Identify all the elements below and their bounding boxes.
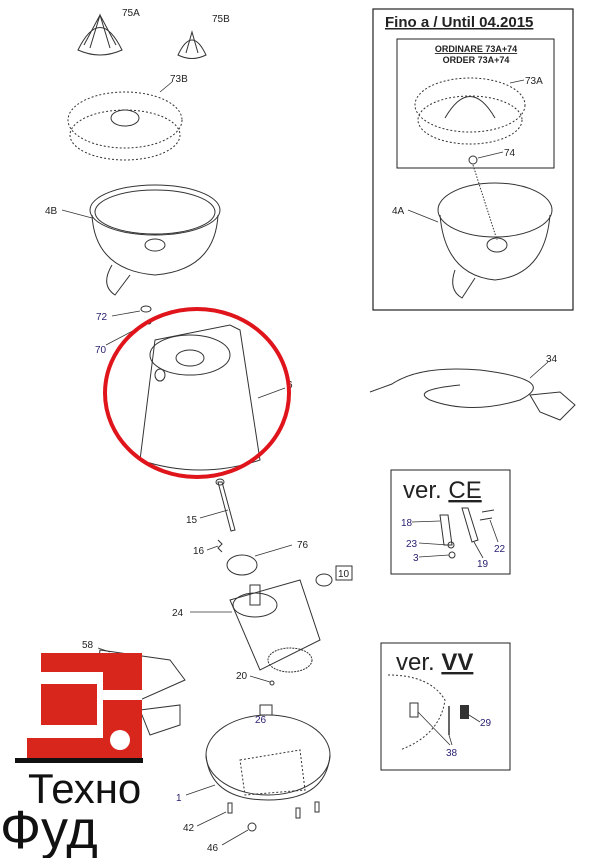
label-3: 3	[413, 553, 419, 564]
label-16: 16	[193, 546, 205, 557]
screw-46	[247, 822, 257, 832]
label-20: 20	[236, 671, 248, 682]
until-04-2015-box	[372, 8, 574, 311]
base-1	[205, 714, 331, 801]
label-42: 42	[183, 823, 195, 834]
motor-24	[229, 579, 321, 673]
label-4A: 4A	[392, 206, 405, 217]
label-4B: 4B	[45, 206, 58, 217]
filter-basket-73A	[414, 77, 526, 145]
label-10-box	[335, 565, 353, 581]
label-46: 46	[207, 843, 219, 854]
label-76: 76	[297, 540, 309, 551]
label-23: 23	[406, 539, 418, 550]
reamer-75B	[177, 30, 207, 59]
label-18: 18	[401, 518, 413, 529]
part-20	[269, 680, 275, 686]
ver-vv-box	[380, 642, 511, 771]
vv-title: ver. VV	[396, 649, 473, 676]
label-38: 38	[446, 748, 458, 759]
until-box-title: Fino a / Until 04.2015	[385, 14, 533, 31]
bowl-4B	[89, 184, 221, 296]
spring-16	[217, 539, 223, 553]
power-cable-34	[369, 368, 576, 421]
ver-ce-box	[390, 469, 511, 575]
label-1: 1	[176, 793, 182, 804]
label-58: 58	[82, 640, 94, 651]
part-74	[468, 155, 478, 165]
label-24: 24	[172, 608, 184, 619]
part-18	[439, 514, 453, 546]
label-75B: 75B	[212, 14, 230, 25]
label-72: 72	[96, 312, 108, 323]
part-10	[315, 573, 333, 587]
feet	[227, 801, 320, 819]
part-29	[460, 705, 469, 719]
label-26: 26	[255, 715, 267, 726]
label-70: 70	[95, 345, 107, 356]
label-10: 10	[338, 569, 350, 580]
part-19	[461, 507, 479, 543]
label-15: 15	[186, 515, 198, 526]
part-26	[259, 704, 273, 716]
base-detail	[387, 674, 446, 751]
logo-text-line1: Техно	[28, 765, 141, 812]
label-73B: 73B	[170, 74, 188, 85]
technofood-logo: Техно Фуд	[0, 653, 143, 858]
shaft-15	[217, 481, 236, 532]
label-73A: 73A	[525, 76, 543, 87]
filter-basket-73B	[67, 91, 183, 161]
housing-6	[139, 324, 261, 471]
order-text-en: ORDER 73A+74	[443, 55, 510, 65]
label-29: 29	[480, 718, 492, 729]
logo-text-line2: Фуд	[0, 800, 98, 858]
label-75A: 75A	[122, 8, 140, 19]
oring-76	[226, 554, 258, 576]
label-22: 22	[494, 544, 506, 555]
part-72	[140, 305, 152, 313]
label-74: 74	[504, 148, 516, 159]
reamer-75A	[77, 13, 123, 56]
bowl-4A	[437, 182, 553, 299]
order-box	[396, 38, 555, 169]
highlight-circle	[103, 307, 291, 479]
order-text-it: ORDINARE 73A+74	[435, 44, 517, 54]
ce-title: ver. CE	[403, 477, 482, 504]
part-22	[479, 509, 495, 521]
label-19: 19	[477, 559, 489, 570]
label-34: 34	[546, 354, 558, 365]
